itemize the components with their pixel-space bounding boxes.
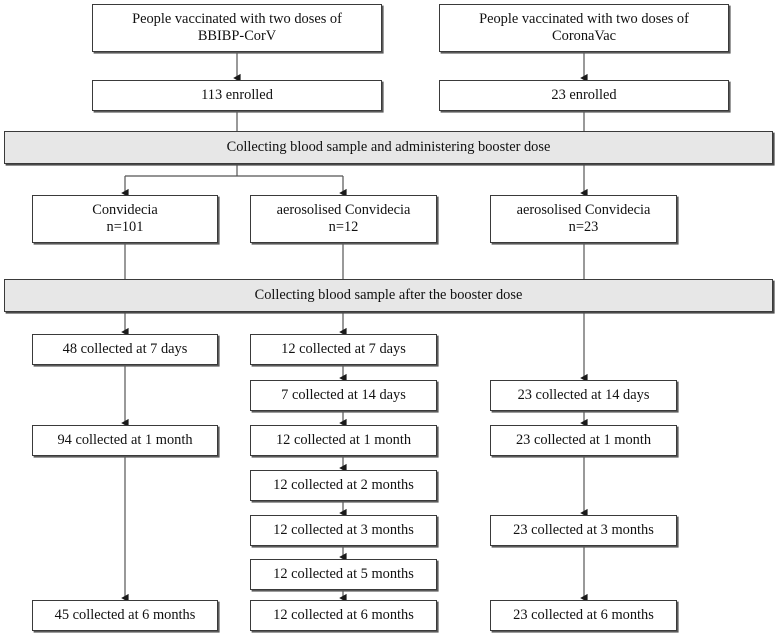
node-label: 12 collected at 6 months — [273, 607, 414, 623]
node-right-1-month: 23 collected at 1 month — [490, 425, 677, 456]
node-source-bbibp: People vaccinated with two doses of BBIB… — [92, 4, 382, 52]
node-label: Convidecia n=101 — [92, 202, 158, 235]
band-collecting-after-booster: Collecting blood sample after the booste… — [4, 279, 773, 312]
node-mid-2-months: 12 collected at 2 months — [250, 470, 437, 501]
node-mid-7-days: 12 collected at 7 days — [250, 334, 437, 365]
node-source-coronavac: People vaccinated with two doses of Coro… — [439, 4, 729, 52]
node-label: aerosolised Convidecia n=23 — [516, 202, 651, 235]
node-mid-14-days: 7 collected at 14 days — [250, 380, 437, 411]
band-collecting-booster: Collecting blood sample and administerin… — [4, 131, 773, 164]
node-label: 23 collected at 1 month — [515, 432, 652, 448]
node-label: 12 collected at 5 months — [273, 566, 414, 582]
node-label: 48 collected at 7 days — [62, 341, 188, 357]
node-right-3-months: 23 collected at 3 months — [490, 515, 677, 546]
node-label: 45 collected at 6 months — [54, 607, 196, 623]
node-label: People vaccinated with two doses of BBIB… — [132, 11, 342, 44]
node-label: 12 collected at 1 month — [275, 432, 412, 448]
node-left-6-months: 45 collected at 6 months — [32, 600, 218, 631]
node-arm-aerosolised-12: aerosolised Convidecia n=12 — [250, 195, 437, 243]
node-label: 113 enrolled — [201, 87, 273, 103]
node-mid-5-months: 12 collected at 5 months — [250, 559, 437, 590]
node-right-14-days: 23 collected at 14 days — [490, 380, 677, 411]
node-label: Collecting blood sample after the booste… — [254, 287, 523, 303]
node-label: 23 enrolled — [551, 87, 617, 103]
node-mid-1-month: 12 collected at 1 month — [250, 425, 437, 456]
node-label: 23 collected at 14 days — [517, 387, 650, 403]
node-mid-3-months: 12 collected at 3 months — [250, 515, 437, 546]
node-enrolled-23: 23 enrolled — [439, 80, 729, 111]
node-mid-6-months: 12 collected at 6 months — [250, 600, 437, 631]
node-left-7-days: 48 collected at 7 days — [32, 334, 218, 365]
node-label: 94 collected at 1 month — [57, 432, 193, 448]
node-label: 12 collected at 2 months — [273, 477, 414, 493]
node-label: aerosolised Convidecia n=12 — [276, 202, 411, 235]
node-label: 12 collected at 7 days — [281, 341, 406, 357]
node-label: 23 collected at 6 months — [513, 607, 654, 623]
node-left-1-month: 94 collected at 1 month — [32, 425, 218, 456]
node-label: 7 collected at 14 days — [281, 387, 406, 403]
node-label: 12 collected at 3 months — [273, 522, 414, 538]
node-arm-convidecia: Convidecia n=101 — [32, 195, 218, 243]
node-right-6-months: 23 collected at 6 months — [490, 600, 677, 631]
node-arm-aerosolised-23: aerosolised Convidecia n=23 — [490, 195, 677, 243]
node-label: Collecting blood sample and administerin… — [226, 139, 551, 155]
node-label: People vaccinated with two doses of Coro… — [479, 11, 689, 44]
node-label: 23 collected at 3 months — [513, 522, 654, 538]
node-enrolled-113: 113 enrolled — [92, 80, 382, 111]
